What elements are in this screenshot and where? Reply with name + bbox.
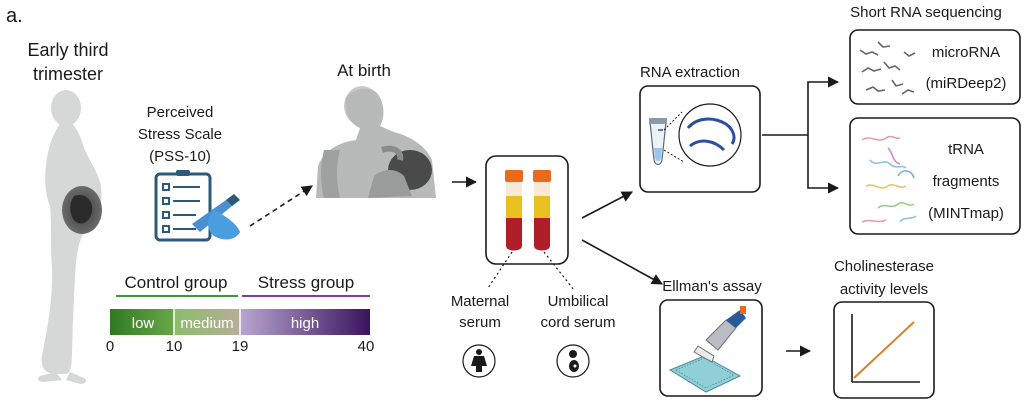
scale-label-low: low	[132, 315, 155, 332]
panel-label: a.	[6, 5, 23, 27]
pipette-plate-icon	[659, 299, 763, 397]
leader-maternal	[487, 251, 513, 289]
trimester-label-line2: trimester	[33, 64, 103, 84]
cholinesterase-label-line1: Cholinesterase	[834, 258, 934, 275]
umbilical-label-line1: Umbilical	[548, 293, 609, 310]
trna-label-line1: tRNA	[948, 141, 984, 158]
mirna-box	[849, 29, 1021, 105]
clipboard-pen-icon	[154, 170, 240, 242]
trimester-label-line1: Early third	[27, 40, 108, 60]
pss-label-line3: (PSS-10)	[149, 148, 211, 165]
arrow-to-rna-extraction	[581, 191, 633, 219]
pss-label-line2: Stress Scale	[138, 126, 222, 143]
scale-label-high: high	[291, 315, 319, 332]
female-person-icon	[462, 344, 496, 378]
branch-arrows	[762, 76, 840, 194]
rna-extraction-label: RNA extraction	[640, 64, 740, 81]
scale-tick-40: 40	[358, 338, 375, 355]
scale-label-medium: medium	[180, 315, 233, 332]
baby-icon	[556, 344, 590, 378]
cholinesterase-label-line2: activity levels	[840, 281, 928, 298]
umbilical-label-line2: cord serum	[540, 314, 615, 331]
scale-tick-19: 19	[232, 338, 249, 355]
line-graph-icon	[833, 301, 935, 399]
at-birth-label: At birth	[337, 61, 391, 80]
breastfeeding-mother-icon	[316, 86, 436, 198]
scale-segment-medium	[174, 309, 240, 335]
maternal-label-line2: serum	[459, 314, 501, 331]
test-tube-rna-icon	[639, 85, 761, 193]
maternal-label-line1: Maternal	[451, 293, 509, 310]
blood-tubes-icon	[485, 155, 569, 265]
sequencing-label: Short RNA sequencing	[850, 4, 1002, 21]
pregnant-woman-icon	[37, 90, 102, 384]
trna-label-line2: fragments	[933, 173, 1000, 190]
scale-tick-0: 0	[106, 338, 114, 355]
trna-fragments-icon	[861, 135, 917, 223]
scale-tick-10: 10	[166, 338, 183, 355]
scale-segment-high	[240, 309, 370, 335]
dashed-arrow-to-birth	[249, 185, 313, 227]
stress-scale-bar	[110, 309, 370, 335]
arrow-to-ellman	[581, 239, 663, 285]
mirna-label-line1: microRNA	[932, 44, 1000, 61]
control-group-label: Control group	[124, 273, 227, 292]
trna-label-line3: (MINTmap)	[928, 205, 1004, 222]
leader-umbilical	[543, 251, 575, 291]
pss-label-line1: Perceived	[147, 104, 214, 121]
trna-box	[849, 117, 1021, 235]
scale-segment-low	[110, 309, 174, 335]
ellman-label: Ellman's assay	[662, 278, 762, 295]
mirna-label-line2: (miRDeep2)	[926, 75, 1007, 92]
stress-group-label: Stress group	[258, 273, 354, 292]
mirna-strands-icon	[859, 41, 916, 95]
